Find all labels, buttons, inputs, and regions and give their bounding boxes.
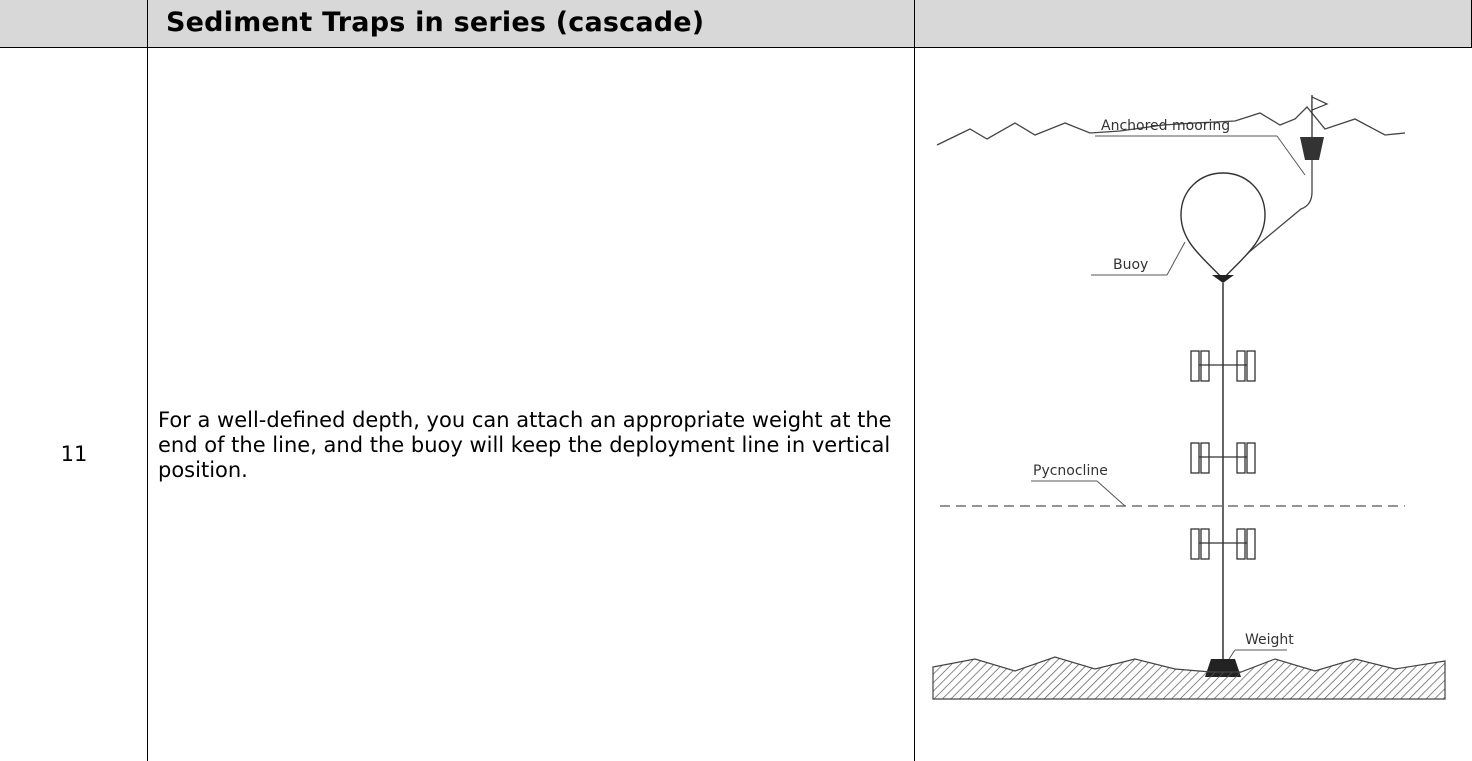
column-divider-1: [147, 0, 148, 761]
step-description-cell: For a well-defined depth, you can attach…: [148, 47, 915, 761]
flag-icon: [1311, 96, 1329, 111]
step-number: 11: [60, 442, 88, 466]
sea-surface-line: [936, 106, 1406, 146]
header-image-cell: [915, 0, 1472, 47]
header-number-cell: [0, 0, 148, 47]
header-divider: [0, 47, 1472, 48]
header-title-cell: Sediment Traps in series (cascade): [148, 0, 915, 47]
column-divider-2: [914, 0, 915, 761]
step-number-cell: 11: [0, 47, 148, 761]
sediment-trap-3: [1190, 528, 1256, 560]
step-image-cell: Anchored mooring Buoy: [915, 47, 1472, 761]
buoy-icon: [1180, 172, 1266, 281]
buoy-label: Buoy: [1113, 257, 1148, 273]
sediment-trap-diagram: Anchored mooring Buoy: [932, 95, 1446, 700]
step-description: For a well-defined depth, you can attach…: [158, 408, 892, 482]
sediment-trap-1: [1190, 350, 1256, 382]
sediment-trap-2: [1190, 442, 1256, 474]
seabed-hatch: [932, 656, 1446, 700]
mooring-rope: [1224, 160, 1313, 273]
pycnocline-label: Pycnocline: [1033, 463, 1108, 479]
weight-label: Weight: [1245, 632, 1294, 648]
mooring-float-icon: [1300, 137, 1324, 160]
mooring-label: Anchored mooring: [1101, 118, 1230, 134]
table-title: Sediment Traps in series (cascade): [166, 7, 705, 38]
